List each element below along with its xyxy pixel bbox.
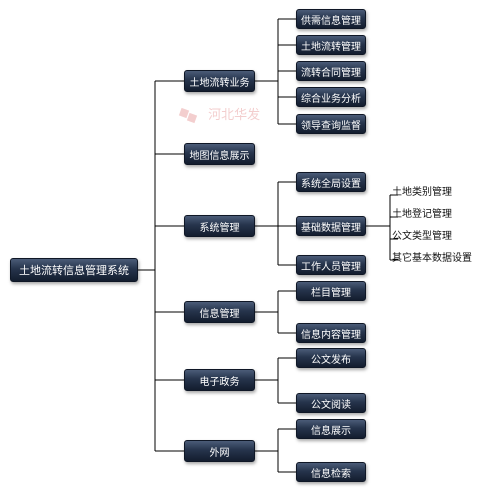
- node-label: 公文发布: [311, 354, 351, 366]
- node-label: 地图信息展示: [189, 150, 250, 162]
- leaf-land-category: 土地类别管理: [392, 187, 452, 198]
- node-label: 信息管理: [199, 308, 240, 320]
- watermark-text: 河北华发: [208, 108, 261, 123]
- leaf-doc-type: 公文类型管理: [392, 231, 452, 242]
- node-label: 领导查询监督: [301, 120, 361, 132]
- node-content-mgmt: 信息内容管理: [296, 323, 366, 343]
- root-node: 土地流转信息管理系统: [10, 258, 138, 282]
- leaf-land-registration: 土地登记管理: [392, 209, 452, 220]
- node-label: 系统全局设置: [301, 178, 361, 190]
- node-column-mgmt: 栏目管理: [296, 281, 366, 301]
- node-label: 土地流转管理: [301, 41, 361, 53]
- node-label: 电子政务: [199, 376, 240, 388]
- node-label: 信息内容管理: [301, 329, 361, 341]
- node-label: 信息检索: [311, 468, 351, 480]
- node-info-management: 信息管理: [184, 301, 255, 323]
- node-label: 系统管理: [199, 222, 240, 234]
- node-doc-read: 公文阅读: [296, 393, 366, 413]
- node-leader-supervision: 领导查询监督: [296, 114, 366, 134]
- node-map-display: 地图信息展示: [184, 143, 255, 165]
- node-land-transfer-mgmt: 土地流转管理: [296, 35, 366, 55]
- node-label: 信息展示: [311, 425, 351, 437]
- node-label: 土地流转业务: [189, 77, 250, 89]
- node-label: 供需信息管理: [301, 15, 361, 27]
- node-label: 基础数据管理: [301, 222, 361, 234]
- node-staff-mgmt: 工作人员管理: [296, 255, 366, 275]
- root-label: 土地流转信息管理系统: [19, 264, 129, 277]
- company-logo-icon: [178, 107, 198, 123]
- node-supply-demand: 供需信息管理: [296, 9, 366, 29]
- node-doc-publish: 公文发布: [296, 348, 366, 368]
- watermark: 河北华发: [178, 104, 260, 127]
- node-land-transfer-business: 土地流转业务: [184, 70, 255, 92]
- node-label: 流转合同管理: [301, 67, 361, 79]
- node-contract-mgmt: 流转合同管理: [296, 61, 366, 81]
- node-label: 外网: [209, 447, 230, 459]
- node-global-settings: 系统全局设置: [296, 172, 366, 192]
- node-label: 栏目管理: [311, 287, 351, 299]
- node-basic-data-mgmt: 基础数据管理: [296, 216, 366, 236]
- node-e-government: 电子政务: [184, 369, 255, 391]
- node-label: 综合业务分析: [301, 93, 361, 105]
- node-info-display: 信息展示: [296, 419, 366, 439]
- node-system-management: 系统管理: [184, 215, 255, 237]
- node-label: 公文阅读: [311, 399, 351, 411]
- node-business-analysis: 综合业务分析: [296, 87, 366, 107]
- node-label: 工作人员管理: [301, 261, 361, 273]
- leaf-other-basic-data: 其它基本数据设置: [392, 253, 472, 264]
- node-info-search: 信息检索: [296, 462, 366, 482]
- node-external-network: 外网: [184, 440, 255, 462]
